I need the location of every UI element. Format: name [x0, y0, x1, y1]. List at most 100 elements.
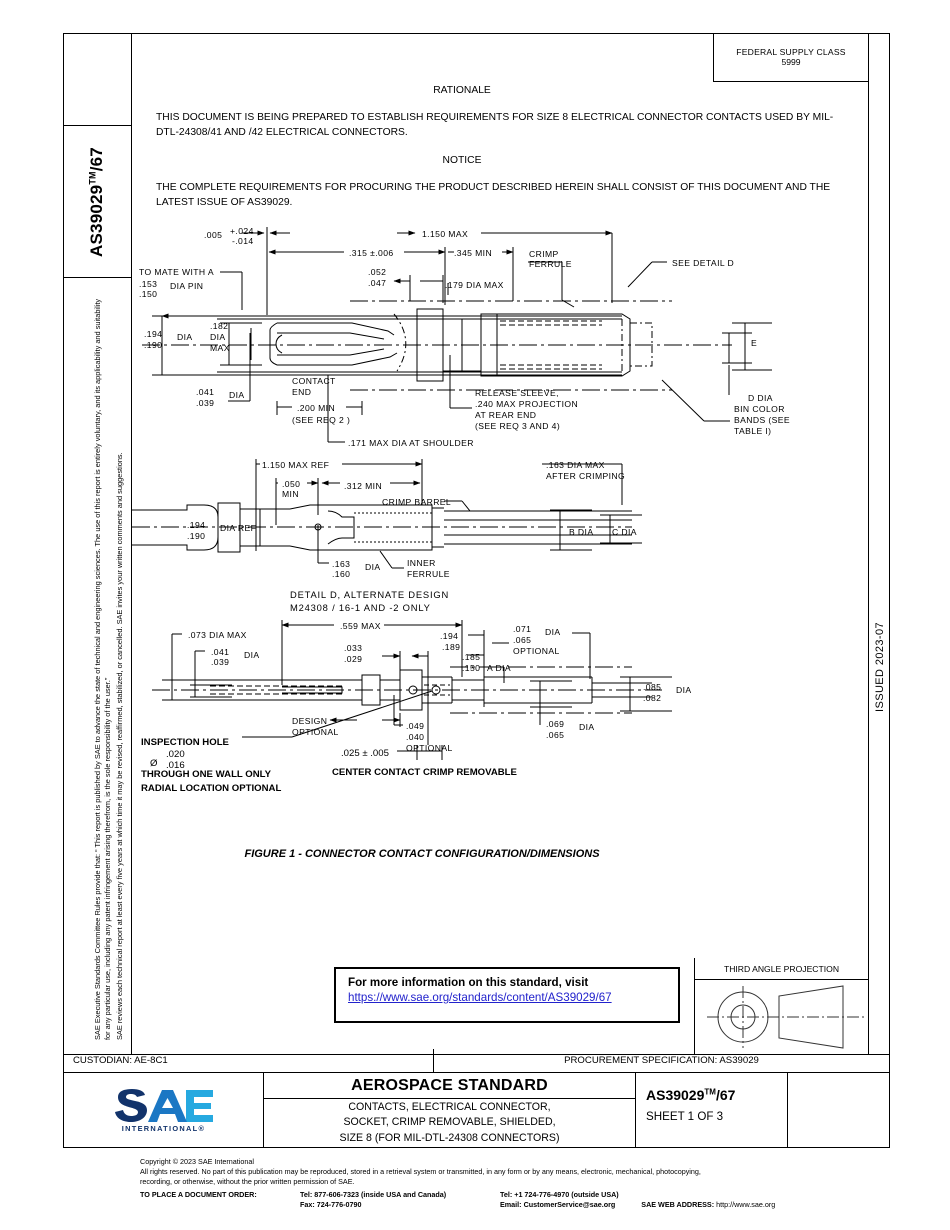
third-angle-projection-box: THIRD ANGLE PROJECTION	[694, 958, 868, 1055]
footer-fax: Fax: 724-776-0790	[300, 1200, 362, 1210]
svg-text:CENTER CONTACT CRIMP REMOVABLE: CENTER CONTACT CRIMP REMOVABLE	[332, 767, 518, 778]
svg-text:(SEE REQ 2 ): (SEE REQ 2 )	[292, 415, 350, 425]
svg-text:.039: .039	[196, 398, 214, 408]
figure-caption: FIGURE 1 - CONNECTOR CONTACT CONFIGURATI…	[244, 848, 600, 860]
svg-text:BIN COLOR: BIN COLOR	[734, 404, 785, 414]
svg-text:.163 DIA MAX: .163 DIA MAX	[546, 460, 605, 470]
left-margin-column: AS39029TM/67 SAE Executive Standards Com…	[63, 33, 132, 1055]
standard-title-lines: CONTACTS, ELECTRICAL CONNECTOR, SOCKET, …	[264, 1099, 635, 1147]
svg-text:FERRULE: FERRULE	[529, 259, 572, 269]
footer-rights-2: recording, or otherwise, without the pri…	[140, 1177, 355, 1187]
svg-text:.025 ± .005: .025 ± .005	[341, 748, 389, 759]
svg-text:.345 MIN: .345 MIN	[454, 248, 492, 258]
svg-text:.047: .047	[368, 278, 386, 288]
svg-text:(SEE REQ 3 AND 4): (SEE REQ 3 AND 4)	[475, 421, 560, 431]
footer-contact-column: Tel: +1 724-776-4970 (outside USA) Email…	[500, 1190, 775, 1212]
svg-text:CRIMP: CRIMP	[529, 249, 559, 259]
procurement-spec-label: PROCUREMENT SPECIFICATION: AS39029	[564, 1055, 759, 1066]
svg-text:DIA: DIA	[210, 332, 226, 342]
svg-text:END: END	[292, 387, 311, 397]
rationale-body: THIS DOCUMENT IS BEING PREPARED TO ESTAB…	[156, 112, 834, 138]
vertical-doc-suffix: /67	[87, 146, 106, 171]
svg-text:.150: .150	[139, 289, 157, 299]
svg-text:THROUGH ONE WALL ONLY: THROUGH ONE WALL ONLY	[141, 769, 272, 780]
issued-date-label: ISSUED 2023-07	[873, 621, 886, 712]
vertical-doc-base: AS39029	[87, 184, 106, 257]
svg-text:.182: .182	[210, 321, 228, 331]
svg-text:DIA: DIA	[177, 332, 193, 342]
svg-text:DESIGN: DESIGN	[292, 716, 327, 726]
svg-text:.065: .065	[513, 635, 531, 645]
svg-text:A DIA: A DIA	[487, 663, 511, 673]
footer-tel-inside: Tel: 877-606-7323 (inside USA and Canada…	[300, 1189, 447, 1199]
svg-text:DIA: DIA	[579, 722, 595, 732]
svg-text:1.150 MAX: 1.150 MAX	[422, 229, 468, 239]
svg-text:DIA: DIA	[545, 627, 561, 637]
svg-text:.200 MIN: .200 MIN	[297, 403, 335, 413]
svg-text:AFTER CRIMPING: AFTER CRIMPING	[546, 471, 625, 481]
svg-text:.194: .194	[144, 329, 162, 339]
svg-text:INSPECTION HOLE: INSPECTION HOLE	[141, 737, 230, 748]
svg-text:.029: .029	[344, 654, 362, 664]
svg-text:.240 MAX PROJECTION: .240 MAX PROJECTION	[475, 399, 578, 409]
footer-email-web-row: Email: CustomerService@sae.org SAE WEB A…	[500, 1200, 775, 1211]
svg-text:.052: .052	[368, 267, 386, 277]
svg-text:TABLE I): TABLE I)	[734, 426, 771, 436]
svg-text:-.014: -.014	[232, 236, 254, 246]
svg-text:C DIA: C DIA	[612, 527, 637, 537]
svg-text:.194: .194	[187, 520, 205, 530]
svg-text:.179 DIA MAX: .179 DIA MAX	[445, 280, 504, 290]
third-angle-symbol-icon	[695, 980, 868, 1054]
doc-number-suffix: /67	[715, 1087, 736, 1103]
svg-text:.071: .071	[513, 624, 531, 634]
svg-text:DIA: DIA	[676, 685, 692, 695]
svg-text:.559 MAX: .559 MAX	[340, 621, 381, 631]
standard-type-label: AEROSPACE STANDARD	[264, 1073, 635, 1099]
notice-body: THE COMPLETE REQUIREMENTS FOR PROCURING …	[156, 182, 831, 208]
footer: Copyright © 2023 SAE International All r…	[140, 1157, 900, 1211]
svg-text:DIA: DIA	[244, 650, 260, 660]
svg-text:MIN: MIN	[282, 489, 299, 499]
svg-text:SEE DETAIL D: SEE DETAIL D	[672, 258, 734, 268]
sae-logo-icon: INTERNATIONAL®	[112, 1087, 216, 1133]
footer-web-url: http://www.sae.org	[716, 1200, 776, 1210]
svg-text:.073 DIA MAX: .073 DIA MAX	[188, 630, 247, 640]
footer-copyright: Copyright © 2023 SAE International	[140, 1157, 254, 1166]
notice-heading: NOTICE	[442, 155, 482, 166]
svg-text:MAX: MAX	[210, 343, 230, 353]
info-box-headline: For more information on this standard, v…	[348, 976, 589, 989]
svg-text:.160: .160	[332, 569, 350, 579]
svg-text:OPTIONAL: OPTIONAL	[292, 727, 339, 737]
vertical-doc-tm: TM	[87, 170, 98, 185]
svg-text:OPTIONAL: OPTIONAL	[406, 743, 453, 753]
svg-text:.069: .069	[546, 719, 564, 729]
svg-text:.185: .185	[462, 652, 480, 662]
svg-text:INNER: INNER	[407, 558, 436, 568]
svg-text:.190: .190	[187, 531, 205, 541]
svg-text:OPTIONAL: OPTIONAL	[513, 646, 560, 656]
doc-number-line: AS39029TM/67	[646, 1087, 787, 1103]
title-line-2: SOCKET, CRIMP REMOVABLE, SHIELDED,	[343, 1116, 556, 1129]
federal-supply-class-box: FEDERAL SUPPLY CLASS 5999	[713, 33, 868, 82]
svg-text:E: E	[751, 338, 757, 348]
doc-number-tm: TM	[704, 1087, 716, 1097]
custodian-label: CUSTODIAN: AE-8C1	[64, 1049, 434, 1072]
footer-phone-column: Tel: 877-606-7323 (inside USA and Canada…	[300, 1190, 500, 1212]
fsc-label: FEDERAL SUPPLY CLASS	[736, 47, 846, 57]
sae-logo-cell: INTERNATIONAL®	[64, 1073, 264, 1147]
svg-text:+.024: +.024	[230, 226, 254, 236]
standard-title-cell: AEROSPACE STANDARD CONTACTS, ELECTRICAL …	[264, 1073, 636, 1147]
title-line-1: CONTACTS, ELECTRICAL CONNECTOR,	[348, 1101, 551, 1114]
svg-text:D DIA: D DIA	[748, 393, 773, 403]
svg-text:DETAIL D, ALTERNATE DESIGN: DETAIL D, ALTERNATE DESIGN	[290, 589, 449, 600]
svg-text:.315 ±.006: .315 ±.006	[349, 248, 394, 258]
svg-text:1.150 MAX REF: 1.150 MAX REF	[262, 460, 329, 470]
standard-url-link[interactable]: https://www.sae.org/standards/content/AS…	[348, 991, 612, 1004]
legal-paragraph-1: SAE Executive Standards Committee Rules …	[93, 298, 112, 1040]
more-information-box: For more information on this standard, v…	[334, 967, 680, 1023]
svg-text:RELEASE SLEEVE,: RELEASE SLEEVE,	[475, 388, 559, 398]
third-angle-title: THIRD ANGLE PROJECTION	[695, 958, 868, 980]
document-number-cell: AS39029TM/67	[63, 126, 131, 278]
svg-text:B DIA: B DIA	[569, 527, 593, 537]
svg-text:.033: .033	[344, 643, 362, 653]
